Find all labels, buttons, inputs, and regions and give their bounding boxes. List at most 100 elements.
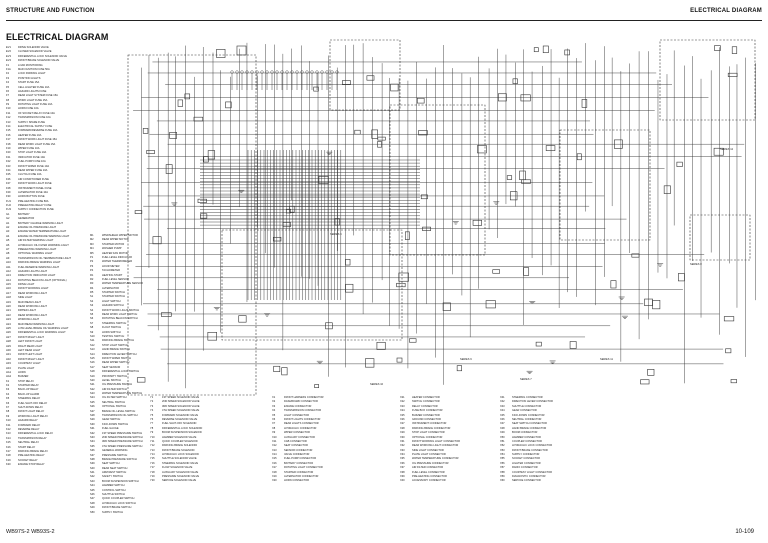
legend-code: S46 bbox=[90, 493, 95, 497]
legend-code: K11 bbox=[6, 423, 11, 427]
legend-code: EV4 bbox=[6, 59, 11, 63]
legend-code: EV3 bbox=[6, 54, 11, 58]
connector-box-top bbox=[329, 39, 401, 111]
legend-code: X2 bbox=[272, 400, 276, 404]
legend-code: X32 bbox=[400, 444, 405, 448]
legend-text: HYDRAULIC OIL FILTER WARNING LIGHT bbox=[18, 243, 69, 247]
component-symbol bbox=[371, 129, 378, 139]
legend-code: H34 bbox=[6, 366, 11, 370]
header-topic: ELECTRICAL DIAGRAM bbox=[690, 8, 762, 14]
legend-code: H10 bbox=[6, 261, 11, 265]
legend-text: PARKING BRAKE SWITCH bbox=[102, 339, 134, 343]
legend-code: Y16 bbox=[150, 461, 155, 465]
legend-code: K20 bbox=[6, 463, 11, 467]
legend-code: H16 bbox=[6, 287, 11, 291]
legend-code: FU3 bbox=[6, 208, 11, 212]
legend-code: H25 bbox=[6, 327, 11, 330]
legend-code: R5 bbox=[90, 291, 94, 295]
legend-text: LOCK PARKING LIGHT bbox=[18, 72, 46, 76]
legend-code: X12 bbox=[272, 444, 277, 448]
legend-code: S50 bbox=[90, 510, 95, 514]
legend-code: S2 bbox=[90, 299, 94, 303]
box-label: SERIES 6 bbox=[330, 232, 342, 236]
legend-code: Y2 bbox=[150, 400, 154, 404]
legend-text: REAR WIPER SWITCH bbox=[102, 361, 130, 365]
legend-code: G1 bbox=[6, 212, 10, 216]
legend-text: WIPER FUSE 10A bbox=[18, 146, 40, 150]
legend-text: PRE-HEATING FUSE 80A bbox=[18, 199, 49, 203]
legend-text: START FUSE 15A bbox=[18, 81, 40, 85]
legend-text: HYDRAULIC LOCK CONNECTOR bbox=[512, 444, 553, 448]
component-symbol bbox=[569, 341, 577, 349]
legend-text: WORKING LIGHT RELAY bbox=[18, 414, 49, 418]
legend-text: FORWARD SOLENOID VALVE bbox=[162, 413, 199, 417]
component-symbol bbox=[377, 141, 382, 148]
legend-text: DIAGNOSTIC CONNECTOR bbox=[512, 475, 546, 479]
legend-text: MAIN BEAM LIGHT bbox=[18, 300, 41, 304]
component-symbol bbox=[313, 86, 319, 92]
legend-text: OPTIONAL CONNECTOR bbox=[412, 435, 443, 439]
legend-code: K18 bbox=[6, 454, 11, 458]
legend-text: GEAR SWITCH bbox=[102, 418, 121, 422]
component-symbol bbox=[485, 300, 496, 309]
component-symbol bbox=[193, 116, 204, 122]
legend-text: ENGINE CONNECTOR bbox=[284, 404, 312, 408]
legend-text: BOOM SUSPENSION SOLENOID bbox=[162, 431, 202, 435]
legend-code: M2 bbox=[90, 238, 94, 242]
legend-text: STEERING SWITCH bbox=[102, 321, 127, 325]
legend-code: X22 bbox=[400, 400, 405, 404]
legend-code: S42 bbox=[90, 475, 95, 479]
legend-code: K6 bbox=[6, 401, 10, 405]
component-symbol bbox=[409, 338, 417, 343]
legend-code: Y6 bbox=[150, 417, 154, 421]
legend-code: K12 bbox=[6, 427, 11, 431]
legend-text: LIGHT CONNECTOR bbox=[284, 413, 309, 417]
component-symbol bbox=[506, 175, 513, 180]
component-symbol bbox=[477, 145, 487, 154]
legend-text: RADIO CONNECTOR bbox=[512, 466, 538, 470]
legend-text: SIDE LIGHT bbox=[18, 296, 33, 300]
legend-code: F24 bbox=[6, 168, 11, 172]
legend-code: F19 bbox=[6, 146, 11, 150]
legend-text: VALVE CONNECTOR bbox=[284, 453, 310, 457]
component-symbol bbox=[134, 210, 143, 214]
legend-code: F30 bbox=[6, 195, 11, 199]
legend-code: P2 bbox=[90, 260, 94, 264]
legend-text: DIFFERENTIAL LOCK WARNING LIGHT bbox=[18, 331, 66, 335]
